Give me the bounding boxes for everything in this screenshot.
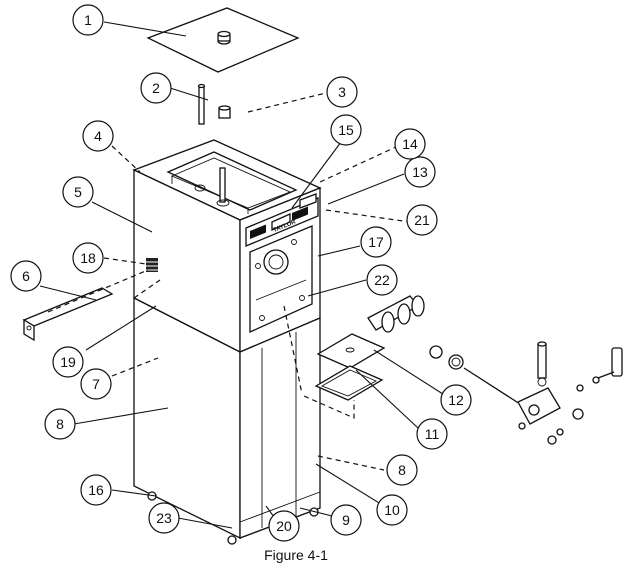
agitator-cap xyxy=(218,105,231,119)
svg-text:1: 1 xyxy=(84,12,92,28)
drip-tray-lower xyxy=(314,365,384,401)
callout-1: 1 xyxy=(72,4,104,36)
callout-3: 3 xyxy=(326,76,358,108)
callout-6: 6 xyxy=(10,260,42,292)
svg-text:21: 21 xyxy=(414,212,430,228)
callout-21: 21 xyxy=(406,204,438,236)
callout-12: 12 xyxy=(440,384,472,416)
svg-text:22: 22 xyxy=(374,272,390,288)
svg-text:3: 3 xyxy=(338,84,346,100)
svg-text:14: 14 xyxy=(402,136,418,152)
svg-text:6: 6 xyxy=(22,268,30,284)
svg-text:13: 13 xyxy=(412,164,428,180)
callout-2: 2 xyxy=(140,72,172,104)
callout-17: 17 xyxy=(360,226,392,258)
svg-text:7: 7 xyxy=(92,376,100,392)
upper-cabinet: TAYLOR xyxy=(132,139,322,354)
callout-11: 11 xyxy=(416,418,448,450)
svg-text:19: 19 xyxy=(60,354,76,370)
freezer-door-assembly xyxy=(367,295,623,445)
svg-text:9: 9 xyxy=(342,512,350,528)
svg-text:8: 8 xyxy=(56,416,64,432)
svg-text:8: 8 xyxy=(398,462,406,478)
callout-4: 4 xyxy=(82,120,114,152)
svg-text:4: 4 xyxy=(94,128,102,144)
callout-14: 14 xyxy=(394,128,426,160)
svg-text:16: 16 xyxy=(88,482,104,498)
svg-text:23: 23 xyxy=(156,510,172,526)
callout-18: 18 xyxy=(72,242,104,274)
agitator-rod xyxy=(197,83,206,125)
callout-13: 13 xyxy=(404,156,436,188)
callout-7: 7 xyxy=(80,368,112,400)
leader-lines xyxy=(39,21,447,529)
callout-5: 5 xyxy=(62,176,94,208)
callout-20: 20 xyxy=(268,510,300,542)
callout-8-left: 8 xyxy=(44,408,76,440)
callout-15: 15 xyxy=(330,114,362,146)
svg-text:20: 20 xyxy=(276,518,292,534)
drip-tray-upper xyxy=(316,333,386,369)
lower-cabinet xyxy=(133,296,321,545)
svg-text:2: 2 xyxy=(152,80,160,96)
callout-22: 22 xyxy=(366,264,398,296)
svg-text:10: 10 xyxy=(384,502,400,518)
svg-text:18: 18 xyxy=(80,250,96,266)
svg-text:12: 12 xyxy=(448,392,464,408)
drip-tray-bracket xyxy=(22,287,114,342)
svg-text:15: 15 xyxy=(338,122,354,138)
svg-text:5: 5 xyxy=(74,184,82,200)
hopper-cover xyxy=(146,7,300,73)
callout-16: 16 xyxy=(80,474,112,506)
svg-text:17: 17 xyxy=(368,234,384,250)
callout-23: 23 xyxy=(148,502,180,534)
callout-9: 9 xyxy=(330,504,362,536)
svg-text:11: 11 xyxy=(425,426,440,442)
callout-19: 19 xyxy=(52,346,84,378)
callout-8-right: 8 xyxy=(386,454,418,486)
figure-caption: Figure 4-1 xyxy=(264,547,328,563)
callout-10: 10 xyxy=(376,494,408,526)
